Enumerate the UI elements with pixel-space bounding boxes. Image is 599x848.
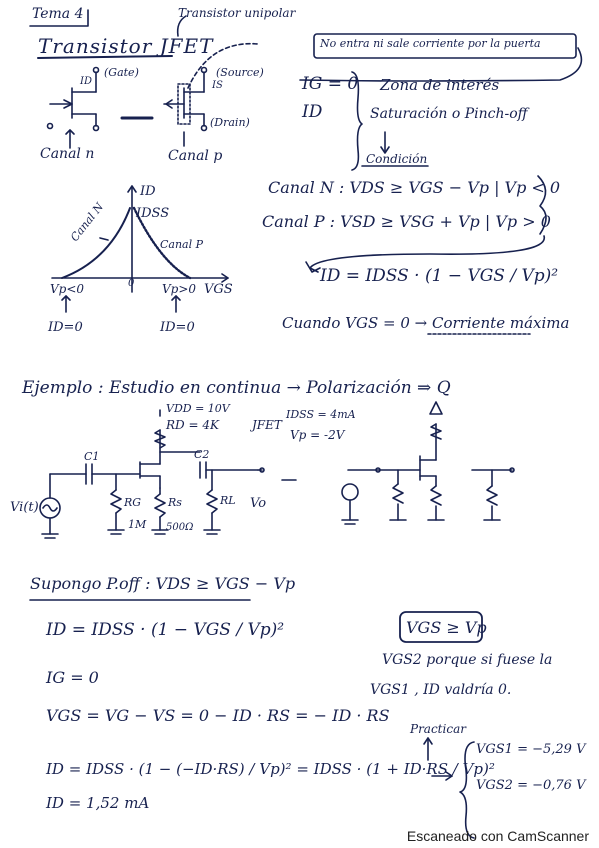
- rs-value: 500Ω: [166, 522, 194, 533]
- rl-label: RL: [220, 494, 236, 507]
- zona-interes: Zona de interés: [380, 76, 500, 94]
- title-underline: [37, 55, 173, 59]
- jfet-p-symbol: [163, 66, 208, 147]
- gate-label: (Gate): [104, 66, 139, 79]
- result-id: ID = 1,52 mA: [46, 794, 150, 812]
- eq-ig: IG = 0: [46, 668, 99, 687]
- supongo-heading: Supongo P.off : VDS ≥ VGS − Vp: [30, 574, 296, 593]
- max-current-note: Cuando VGS = 0 → Corriente máxima: [282, 314, 570, 332]
- cond-brace: [537, 175, 547, 235]
- page-title: Transistor JFET: [38, 34, 214, 58]
- id-arrow-label: ID: [80, 76, 92, 87]
- idss-value: IDSS = 4mA: [286, 408, 356, 421]
- tema-label: Tema 4: [32, 6, 84, 22]
- c1-label: C1: [84, 450, 100, 463]
- cond-canal-p: Canal P : VSD ≥ VSG + Vp | Vp > 0: [262, 212, 551, 231]
- cond-canal-n: Canal N : VDS ≥ VGS − Vp | Vp < 0: [268, 178, 561, 197]
- tema-underline: [29, 9, 89, 27]
- canal-n-label: Canal n: [40, 146, 95, 162]
- dc-equivalent-circuit: [341, 401, 515, 525]
- ejemplo-heading: Ejemplo : Estudio en continua → Polariza…: [22, 378, 451, 398]
- eq-vgs: VGS = VG − VS = 0 − ID · RS = − ID · RS: [46, 706, 390, 725]
- id-symbol: ID: [302, 102, 323, 122]
- condicion-label: Condición: [366, 152, 428, 166]
- graph-zero: 0: [128, 278, 135, 289]
- note-line-1: VGS2 porque si fuese la: [382, 652, 553, 668]
- source-label: (Source): [216, 66, 264, 79]
- gate-note: No entra ni sale corriente por la puerta: [320, 37, 541, 50]
- formula-arrow: [309, 235, 545, 273]
- note-brace: [299, 47, 583, 82]
- example-circuit: [39, 409, 297, 539]
- zona-saturacion: Saturación o Pinch-off: [370, 106, 528, 122]
- graph-vp-neg: Vp<0: [50, 282, 85, 296]
- note-line-2: VGS1 , ID valdría 0.: [370, 682, 512, 698]
- ig-brace: [351, 71, 363, 171]
- rg-label: RG: [124, 496, 142, 509]
- rs-label: Rs: [168, 496, 182, 509]
- id-formula: ID = IDSS · (1 − VGS / Vp)²: [320, 266, 559, 286]
- eq-id: ID = IDSS · (1 − VGS / Vp)²: [46, 620, 285, 640]
- eq-long: ID = IDSS · (1 − (−ID·RS) / Vp)² = IDSS …: [46, 760, 495, 778]
- vdd-label: VDD = 10V: [166, 402, 230, 415]
- graph-vp-pos: Vp>0: [162, 282, 197, 296]
- transfer-graph: [51, 185, 229, 313]
- canal-p-label: Canal p: [168, 148, 223, 164]
- c2-label: C2: [194, 448, 210, 461]
- ig-equation: IG = 0: [302, 74, 359, 94]
- vgs-box: [399, 611, 483, 643]
- unipolar-note: Transistor unipolar: [178, 6, 296, 20]
- callout-curve: [187, 42, 259, 89]
- unipolar-arrow: [176, 15, 187, 37]
- vi-label: Vi(t): [10, 500, 39, 515]
- drain-label: (Drain): [210, 116, 250, 129]
- vgs1-result: VGS1 = −5,29 V: [476, 742, 586, 757]
- jfet-params-label: JFET: [252, 418, 282, 432]
- graph-idss: IDSS: [136, 206, 170, 221]
- rd-label: RD = 4K: [166, 418, 219, 432]
- graph-id0-right: ID=0: [160, 320, 195, 335]
- graph-canal-p: Canal P: [160, 238, 204, 251]
- vp-value: Vp = -2V: [290, 428, 345, 442]
- jfet-n-symbol: [46, 66, 154, 149]
- graph-id-axis: ID: [140, 184, 156, 199]
- camscanner-footer: Escaneado con CamScanner: [406, 828, 589, 844]
- graph-id0-left: ID=0: [48, 320, 83, 335]
- vgs2-result: VGS2 = −0,76 V: [476, 778, 586, 793]
- rg-value: 1M: [128, 518, 147, 531]
- vo-label: Vo: [250, 496, 267, 511]
- gate-note-box: [313, 33, 577, 59]
- practicar-label: Practicar: [410, 722, 466, 736]
- graph-vgs-axis: VGS: [204, 282, 233, 297]
- is-arrow-label: IS: [212, 80, 223, 91]
- vgs-box-label: VGS ≥ Vp: [406, 618, 487, 637]
